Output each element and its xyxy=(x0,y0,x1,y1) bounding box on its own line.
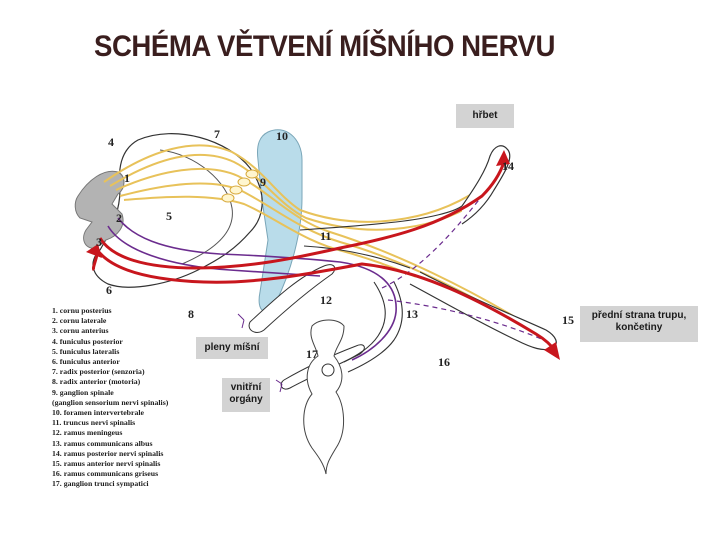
ramus-anterior xyxy=(410,272,556,350)
label-17: 17 xyxy=(306,347,318,361)
legend-item: 4. funiculus posterior xyxy=(52,337,222,347)
label-10: 10 xyxy=(276,129,288,143)
label-12: 12 xyxy=(320,293,332,307)
sympathetic-chain xyxy=(304,320,344,474)
legend-item: 9. ganglion spinale xyxy=(52,388,222,398)
label-16: 16 xyxy=(438,355,450,369)
label-1: 1 xyxy=(124,171,130,185)
legend-item: 14. ramus posterior nervi spinalis xyxy=(52,449,222,459)
legend-item: 16. ramus communicans griseus xyxy=(52,469,222,479)
label-hrbet: hřbet xyxy=(456,104,514,128)
legend-item: 15. ramus anterior nervi spinalis xyxy=(52,459,222,469)
legend-item: 11. truncus nervi spinalis xyxy=(52,418,222,428)
label-2: 2 xyxy=(116,211,122,225)
label-6: 6 xyxy=(106,283,112,297)
legend-item: 2. cornu laterale xyxy=(52,316,222,326)
legend-item: 6. funiculus anterior xyxy=(52,357,222,367)
legend-item: (ganglion sensorium nervi spinalis) xyxy=(52,398,222,408)
label-13: 13 xyxy=(406,307,418,321)
legend-item: 5. funiculus lateralis xyxy=(52,347,222,357)
label-9: 9 xyxy=(260,175,266,189)
legend-item: 7. radix posterior (senzoria) xyxy=(52,367,222,377)
legend-item: 17. ganglion trunci sympatici xyxy=(52,479,222,489)
label-15: 15 xyxy=(562,313,574,327)
label-11: 11 xyxy=(320,229,331,243)
label-3: 3 xyxy=(96,235,102,249)
legend-item: 8. radix anterior (motoria) xyxy=(52,377,222,387)
label-7: 7 xyxy=(214,127,220,141)
legend-item: 12. ramus meningeus xyxy=(52,428,222,438)
legend-item: 10. foramen intervertebrale xyxy=(52,408,222,418)
label-14: 14 xyxy=(502,159,514,173)
label-5: 5 xyxy=(166,209,172,223)
label-4: 4 xyxy=(108,135,114,149)
label-predni-strana: přední strana trupu, končetiny xyxy=(580,306,698,342)
legend-item: 1. cornu posterius xyxy=(52,306,222,316)
label-vnitrni-organy: vnitřní orgány xyxy=(222,378,270,412)
legend-item: 3. cornu anterius xyxy=(52,326,222,336)
legend-list: 1. cornu posterius 2. cornu laterale 3. … xyxy=(52,306,222,490)
legend-item: 13. ramus communicans albus xyxy=(52,439,222,449)
ganglion-trunci-sympatici xyxy=(322,364,334,376)
